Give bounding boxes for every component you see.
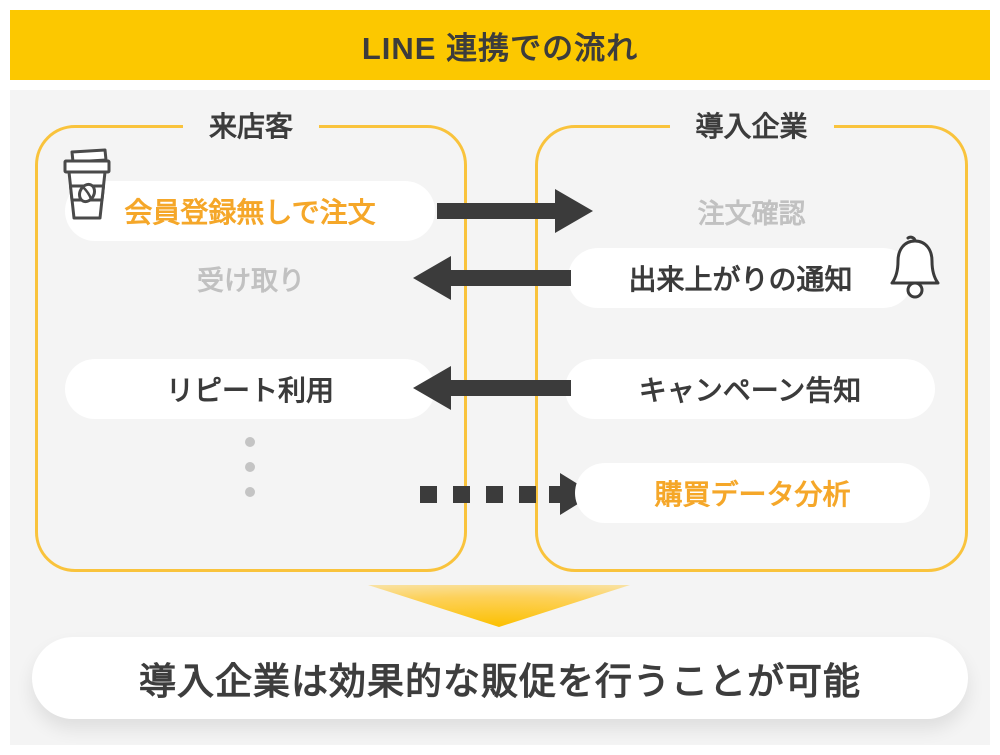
title-bar: LINE 連携での流れ xyxy=(10,10,990,80)
step-label: リピート利用 xyxy=(165,375,334,406)
step-label: 購買データ分析 xyxy=(654,479,851,510)
arrow-left-icon xyxy=(413,256,571,300)
step-label: 注文確認 xyxy=(697,198,806,229)
diagram-panel: 来店客 導入企業 会員登録無しで注文 注文確認 受け取り xyxy=(10,90,990,745)
conclusion-text: 導入企業は効果的な販促を行うことが可能 xyxy=(139,661,861,702)
down-triangle-icon xyxy=(368,585,630,627)
company-group-title: 導入企業 xyxy=(669,106,834,148)
conclusion-banner: 導入企業は効果的な販促を行うことが可能 xyxy=(32,637,968,719)
step-order-without-registration: 会員登録無しで注文 xyxy=(65,181,435,241)
bell-icon xyxy=(890,235,940,299)
step-label: 出来上がりの通知 xyxy=(628,264,853,295)
arrow-right-icon xyxy=(437,189,593,233)
step-order-confirmation: 注文確認 xyxy=(535,185,968,237)
step-ready-notification: 出来上がりの通知 xyxy=(568,248,913,308)
step-label: 会員登録無しで注文 xyxy=(124,197,376,228)
company-group-box: 導入企業 xyxy=(535,106,968,572)
step-label: 受け取り xyxy=(197,265,305,296)
ellipsis-dots-icon xyxy=(245,437,255,503)
step-repeat-use: リピート利用 xyxy=(65,359,435,419)
arrow-left-icon xyxy=(413,366,571,410)
step-pickup: 受け取り xyxy=(35,252,467,304)
customer-group-box: 来店客 xyxy=(35,106,467,572)
page-title: LINE 連携での流れ xyxy=(361,30,639,66)
step-purchase-data-analysis: 購買データ分析 xyxy=(575,463,930,523)
customer-group-title: 来店客 xyxy=(182,106,320,148)
step-campaign-announcement: キャンペーン告知 xyxy=(565,359,935,419)
step-label: キャンペーン告知 xyxy=(638,375,862,406)
coffee-cup-icon xyxy=(63,148,111,220)
dashed-arrow-right-icon xyxy=(420,473,594,515)
